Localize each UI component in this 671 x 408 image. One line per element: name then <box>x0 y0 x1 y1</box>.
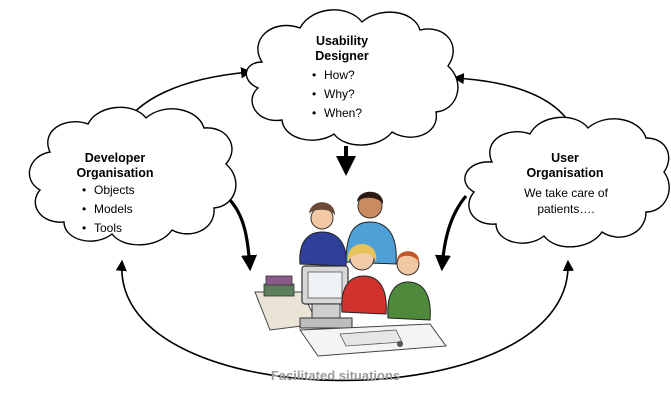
user-organisation-label: User Organisation <box>510 151 620 181</box>
list-item: How? <box>312 66 362 85</box>
developer-organisation-title-1: Developer <box>84 151 146 165</box>
developer-organisation-label: Developer Organisation <box>60 151 170 181</box>
team-at-computer-illustration <box>254 191 447 357</box>
usability-designer-title-1: Usability <box>315 34 369 48</box>
developer-organisation-list: Objects Models Tools <box>82 181 135 238</box>
list-item: Tools <box>82 219 135 238</box>
list-item: Why? <box>312 85 362 104</box>
usability-designer-list: How? Why? When? <box>312 66 362 123</box>
arrow-developer-to-center <box>226 196 258 272</box>
user-organisation-title-1: User <box>551 151 579 165</box>
list-item: Objects <box>82 181 135 200</box>
facilitated-situations-caption: Facilitated situations <box>270 368 401 383</box>
usability-designer-title-2: Designer <box>315 49 369 63</box>
cloud-user-organisation <box>464 116 670 248</box>
user-organisation-text: We take care of patients…. <box>496 185 636 217</box>
arrow-user-to-center <box>434 194 468 272</box>
arc-developer-user-bottom <box>115 259 574 382</box>
user-organisation-text-line-1: We take care of <box>524 186 608 200</box>
list-item: Models <box>82 200 135 219</box>
user-organisation-text-line-2: patients…. <box>537 202 595 216</box>
list-item: When? <box>312 104 362 123</box>
developer-organisation-title-2: Organisation <box>76 166 154 180</box>
user-organisation-title-2: Organisation <box>526 166 604 180</box>
usability-designer-label: Usability Designer <box>292 34 392 64</box>
